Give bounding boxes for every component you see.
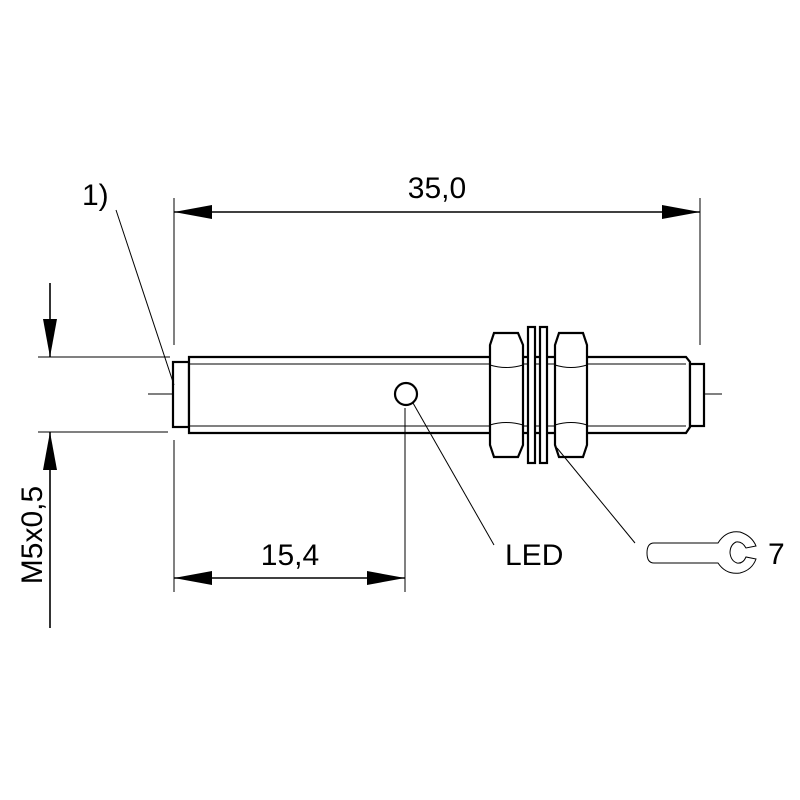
note-marker: 1) <box>82 179 109 212</box>
led-label: LED <box>505 539 563 572</box>
dimension-led-distance <box>173 408 406 592</box>
wrench-icon <box>646 531 757 574</box>
washer <box>538 325 549 465</box>
washer <box>526 325 537 465</box>
led-indicator <box>393 381 419 407</box>
sensor-body <box>171 355 706 435</box>
wrench-size-label: 7 <box>768 538 785 571</box>
nut-right <box>553 331 589 459</box>
dimension-thread <box>38 283 170 628</box>
led-leader <box>412 402 495 546</box>
nut-left <box>488 331 525 459</box>
dimension-overall-length <box>173 198 701 345</box>
wrench-leader <box>556 447 636 544</box>
thread-label: M5x0,5 <box>16 486 49 584</box>
overall-length-label: 35,0 <box>408 172 466 205</box>
led-distance-label: 15,4 <box>261 539 319 572</box>
note-leader <box>115 209 175 386</box>
